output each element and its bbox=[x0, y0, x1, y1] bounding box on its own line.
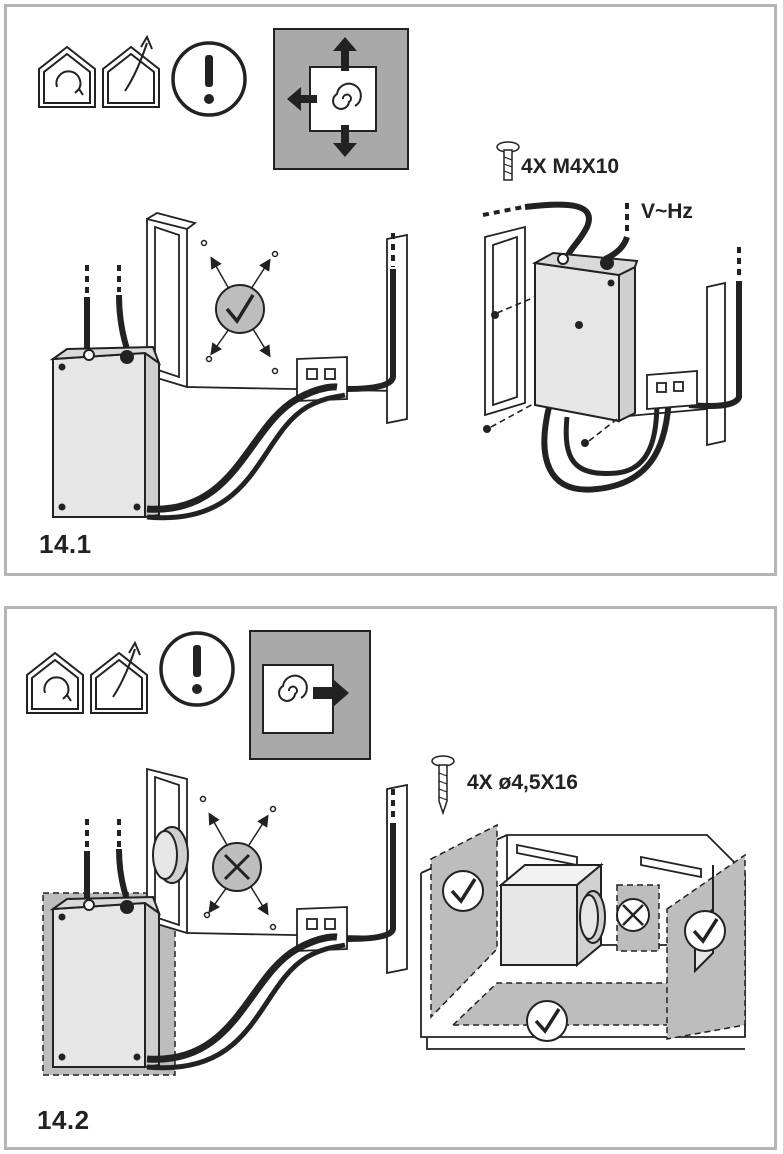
power-cable-loop bbox=[146, 933, 346, 1071]
screw-icon bbox=[431, 755, 455, 816]
cross-icon bbox=[616, 898, 650, 932]
screw-spec-label: 4X M4X10 bbox=[521, 155, 620, 178]
rails bbox=[516, 843, 702, 879]
ventilation-arrows bbox=[199, 795, 277, 931]
right-cables bbox=[524, 201, 742, 493]
power-cable-loop bbox=[146, 383, 346, 521]
check-icon bbox=[684, 910, 726, 952]
fan-airflow-icon bbox=[273, 28, 409, 170]
step-14-1-illustration bbox=[38, 28, 742, 521]
mounting-screws-dashed bbox=[490, 296, 618, 442]
dashed-cable-lines bbox=[85, 233, 395, 297]
mount-screw-marks bbox=[483, 311, 589, 447]
ventilation-arrows bbox=[200, 239, 279, 375]
wall-outlet-right bbox=[646, 370, 698, 410]
house-exit-icon bbox=[102, 34, 160, 108]
step-14-2-illustration bbox=[26, 630, 746, 1076]
fan-cylinder bbox=[152, 826, 189, 884]
step-panel-14-2: 4X ø4,5X16 14.2 bbox=[4, 606, 777, 1150]
dashed-cable-lines-right bbox=[482, 203, 741, 279]
control-box-right bbox=[531, 251, 639, 423]
dashed-cable-lines bbox=[85, 789, 395, 851]
warning-exclamation-icon bbox=[159, 631, 235, 707]
cross-icon bbox=[212, 842, 262, 892]
house-rotate-icon bbox=[26, 651, 84, 714]
fan-airflow-icon bbox=[249, 630, 371, 760]
check-icon bbox=[442, 870, 484, 912]
screw-spec-label: 4X ø4,5X16 bbox=[467, 771, 578, 794]
step-number: 14.2 bbox=[37, 1105, 90, 1135]
step-number: 14.1 bbox=[39, 529, 92, 559]
fan-unit-box bbox=[498, 862, 606, 968]
house-rotate-icon bbox=[38, 45, 96, 108]
house-exit-icon bbox=[90, 640, 148, 714]
voltage-label: V~Hz bbox=[641, 200, 693, 223]
check-icon bbox=[215, 284, 265, 334]
cabinet-side-left bbox=[146, 212, 408, 425]
step-panel-14-1: 4X M4X10 V~Hz 14.1 bbox=[4, 4, 777, 576]
warning-exclamation-icon bbox=[171, 41, 247, 117]
control-box-left bbox=[49, 895, 162, 1069]
control-box-left bbox=[49, 345, 162, 519]
screw-icon bbox=[496, 141, 520, 181]
check-icon bbox=[526, 1000, 568, 1042]
approved-zone-left-wall bbox=[430, 823, 498, 1019]
